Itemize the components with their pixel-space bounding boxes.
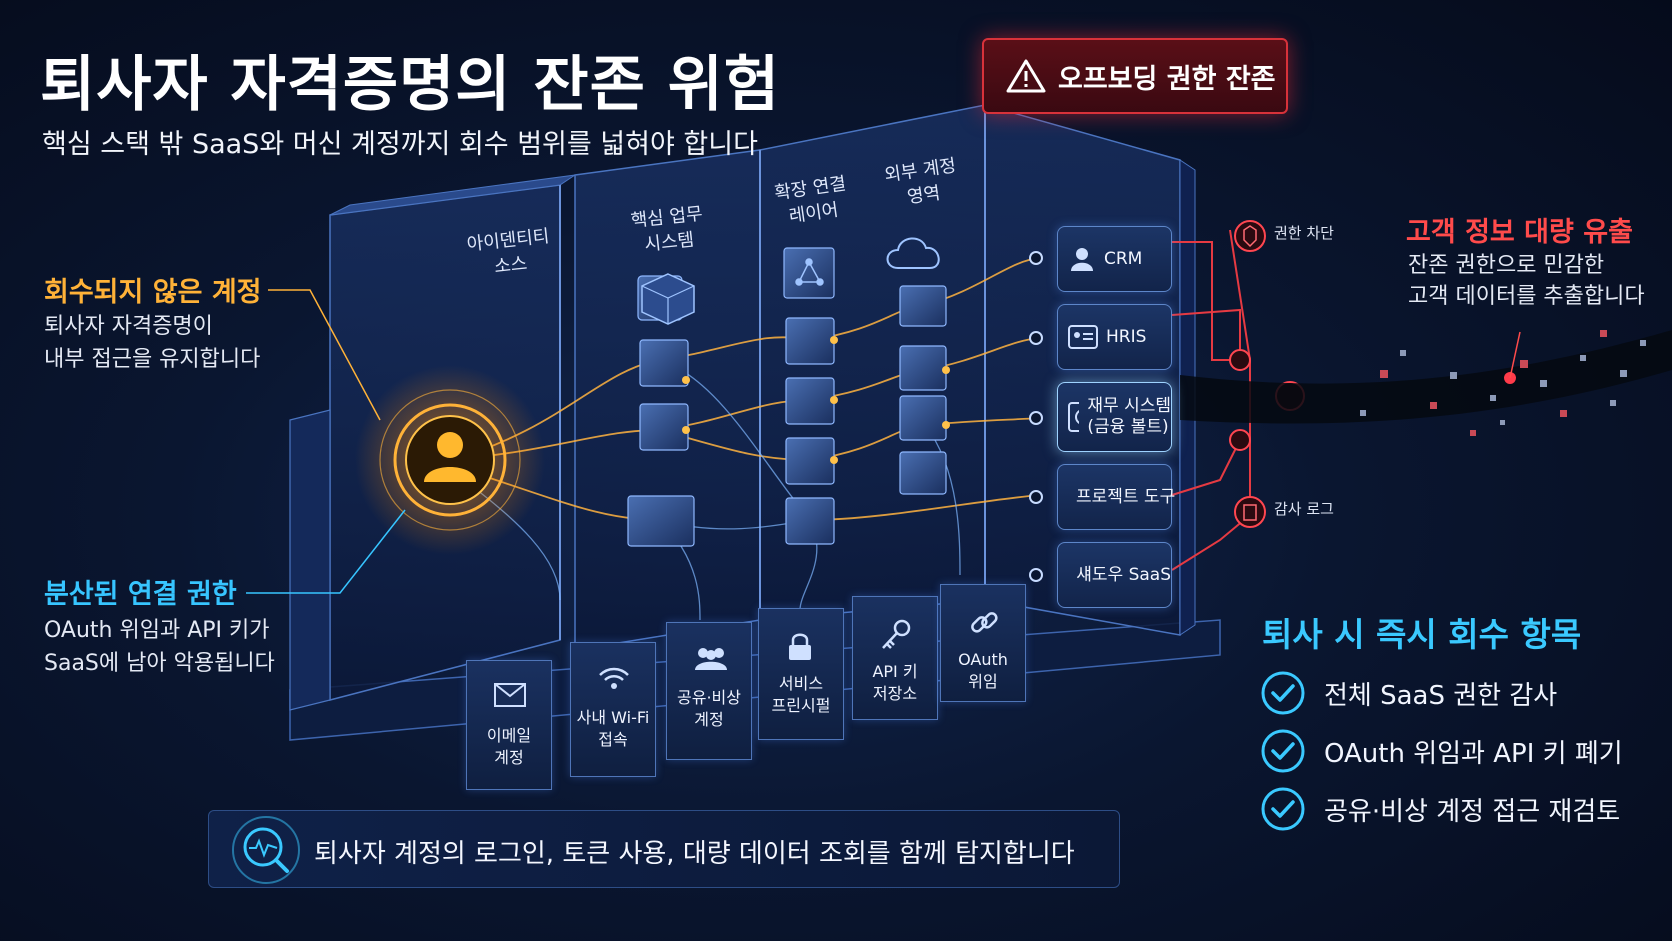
user-card-icon	[1071, 248, 1093, 271]
network-icon	[795, 258, 824, 286]
user-icon	[424, 432, 476, 482]
check-circle-icon	[1261, 671, 1305, 715]
search-pulse-icon	[232, 816, 300, 884]
saas-card-finance[interactable]: 재무 시스템(금융 볼트)	[1057, 382, 1172, 452]
unrevoked-desc: 퇴사자 자격증명이 내부 접근을 유지합니다	[44, 310, 260, 376]
unrevoked-title: 회수되지 않은 계정	[44, 277, 262, 308]
checklist-item: 공유·비상 계정 접근 재검토	[1260, 786, 1620, 832]
link-icon	[971, 612, 998, 633]
saas-card-project[interactable]: 프로젝트 도구	[1057, 464, 1176, 530]
page-title: 퇴사자 자격증명의 잔존 위험	[40, 50, 781, 120]
checklist-item: OAuth 위임과 API 키 폐기	[1260, 728, 1623, 774]
distributed-line1: OAuth 위임과 API 키가	[44, 618, 270, 643]
leak-desc: 잔존 권한으로 민감한 고객 데이터를 추출합니다	[1408, 250, 1645, 312]
saas-card-crm[interactable]: CRM	[1057, 226, 1172, 292]
saas-card-label: 재무 시스템(금융 볼트)	[1087, 396, 1171, 437]
wifi-icon	[599, 667, 629, 689]
data-leak-stream	[1180, 330, 1672, 436]
check-circle-icon	[1261, 729, 1305, 773]
unrevoked-line1: 퇴사자 자격증명이	[44, 314, 213, 339]
key-icon	[882, 619, 911, 649]
shield-icon	[1234, 220, 1266, 252]
id-card-icon	[1068, 325, 1098, 349]
alert-badge: 오프보딩 권한 잔존	[982, 38, 1288, 114]
block-tag: 권한 차단	[1274, 224, 1334, 242]
checklist-item: 전체 SaaS 권한 감사	[1260, 670, 1557, 716]
leak-title: 고객 정보 대량 유출	[1406, 217, 1633, 248]
checklist-item-label: 전체 SaaS 권한 감사	[1324, 680, 1558, 711]
unrevoked-line2: 내부 접근을 유지합니다	[44, 347, 261, 372]
distributed-line2: SaaS에 남아 악용됩니다	[44, 651, 275, 676]
alert-label: 오프보딩 권한 잔존	[1058, 63, 1276, 95]
saas-card-label: HRIS	[1106, 326, 1147, 347]
vault-icon	[1068, 402, 1080, 432]
audit-tag: 감사 로그	[1274, 500, 1334, 518]
audit-doc-icon	[1234, 496, 1266, 528]
saas-card-label: 섀도우 SaaS	[1076, 564, 1171, 585]
checklist-title: 퇴사 시 즉시 회수 항목	[1262, 615, 1582, 654]
saas-card-label: 프로젝트 도구	[1076, 486, 1176, 507]
saas-card-hris[interactable]: HRIS	[1057, 304, 1172, 370]
leak-line1: 잔존 권한으로 민감한	[1408, 253, 1605, 278]
warning-triangle-icon	[1006, 59, 1046, 93]
group-icon	[695, 648, 727, 670]
checklist-item-label: 공유·비상 계정 접근 재검토	[1324, 796, 1621, 827]
mail-icon	[494, 683, 526, 707]
saas-card-label: CRM	[1104, 248, 1143, 269]
lock-icon	[789, 633, 811, 660]
page-subtitle: 핵심 스택 밖 SaaS와 머신 계정까지 회수 범위를 넓혀야 합니다	[42, 129, 758, 160]
leak-line2: 고객 데이터를 추출합니다	[1408, 284, 1645, 309]
check-circle-icon	[1261, 787, 1305, 831]
detection-text: 퇴사자 계정의 로그인, 토큰 사용, 대량 데이터 조회를 함께 탐지합니다	[314, 839, 1075, 869]
distributed-title: 분산된 연결 권한	[44, 579, 237, 610]
detection-bar: 퇴사자 계정의 로그인, 토큰 사용, 대량 데이터 조회를 함께 탐지합니다	[208, 810, 1120, 888]
saas-card-shadow[interactable]: 섀도우 SaaS	[1057, 542, 1172, 608]
cloud-icon	[886, 237, 940, 269]
distributed-desc: OAuth 위임과 API 키가 SaaS에 남아 악용됩니다	[44, 614, 275, 680]
checklist-item-label: OAuth 위임과 API 키 폐기	[1324, 738, 1623, 769]
core-system-cube-icon	[641, 273, 695, 325]
